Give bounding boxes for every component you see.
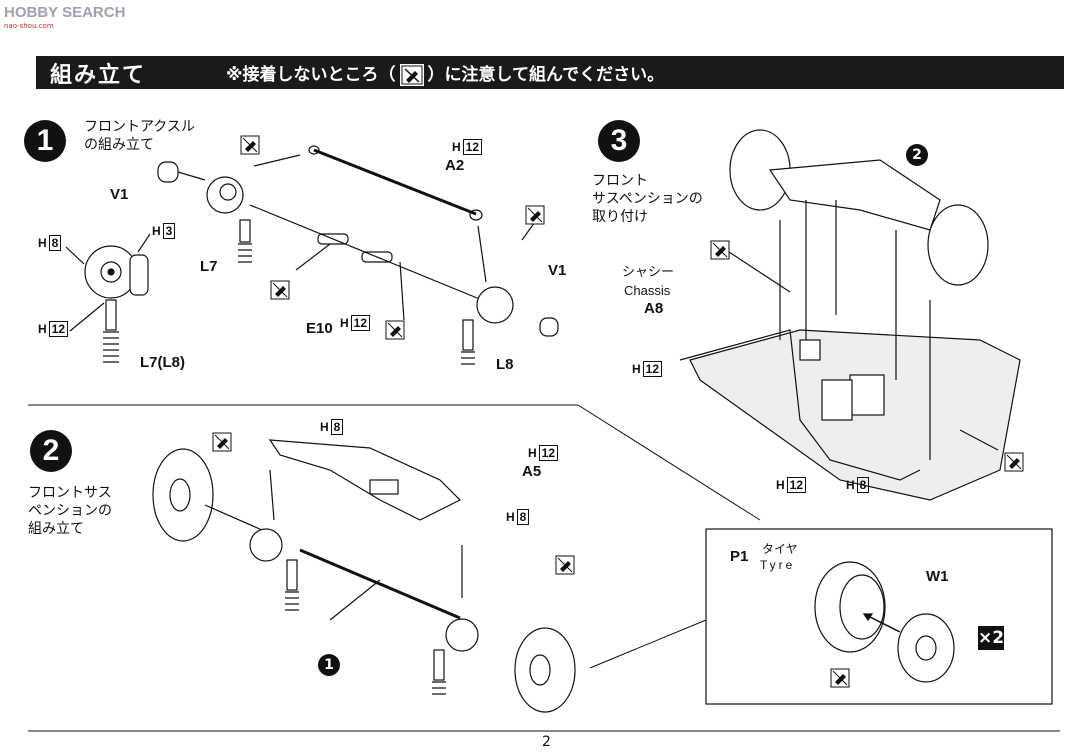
header-title: 組み立て bbox=[50, 62, 147, 88]
step1-title: フロントアクスル の組み立て bbox=[84, 118, 195, 154]
header-note-suffix: ）に注意して組んでください。 bbox=[427, 64, 665, 85]
step1-title-line1: フロントアクスル bbox=[84, 119, 195, 135]
step3-title-line3: 取り付け bbox=[592, 209, 648, 225]
step3-drawing bbox=[679, 129, 1021, 501]
no-glue-icon bbox=[710, 240, 730, 260]
no-glue-icon bbox=[270, 280, 290, 300]
no-glue-icon bbox=[240, 135, 260, 155]
part-e10: E10 bbox=[306, 320, 333, 337]
header-note-prefix: ※接着しないところ（ bbox=[226, 64, 396, 85]
part-l7: L7 bbox=[200, 258, 218, 275]
part-v1-left: V1 bbox=[110, 186, 129, 203]
no-glue-icon bbox=[555, 555, 575, 575]
header-bar: 組み立て ※接着しないところ（ ）に注意して組んでください。 bbox=[36, 56, 1064, 89]
tyre-jp: タイヤ bbox=[762, 542, 798, 556]
step-number-3: 3 bbox=[598, 120, 640, 162]
divider-diagonal bbox=[577, 404, 761, 521]
quantity-badge: ×2 bbox=[977, 626, 1005, 650]
step-number-2: 2 bbox=[30, 430, 72, 472]
step-number-1: 1 bbox=[24, 120, 66, 162]
step3-title-line2: サスペンションの bbox=[592, 191, 703, 207]
part-a5: A5 bbox=[522, 463, 542, 480]
ref-step-1: 1 bbox=[318, 654, 340, 676]
no-glue-icon bbox=[830, 668, 850, 688]
step2-title-line2: ペンションの bbox=[28, 503, 112, 519]
step1-title-line2: の組み立て bbox=[84, 137, 154, 153]
chassis-jp: シャシー bbox=[622, 265, 675, 280]
step3-title-line1: フロント bbox=[592, 173, 648, 189]
no-glue-icon bbox=[399, 63, 424, 86]
part-w1: W1 bbox=[926, 568, 949, 585]
header-note: ※接着しないところ（ ）に注意して組んでください。 bbox=[226, 60, 664, 86]
part-l7-l8: L7(L8) bbox=[140, 354, 185, 371]
detail-leader bbox=[589, 619, 707, 669]
part-l8: L8 bbox=[496, 356, 514, 373]
chassis-en: Chassis bbox=[624, 283, 671, 298]
no-glue-icon bbox=[212, 432, 232, 452]
page-number: 2 bbox=[542, 734, 551, 750]
watermark: HOBBY SEARCH bbox=[4, 4, 126, 21]
step2-title: フロントサス ペンションの 組み立て bbox=[28, 484, 112, 538]
ref-step-2: 2 bbox=[906, 144, 928, 166]
part-a8: A8 bbox=[644, 300, 664, 317]
step2-title-line1: フロントサス bbox=[28, 485, 112, 501]
no-glue-icon bbox=[1004, 452, 1024, 472]
no-glue-icon bbox=[525, 205, 545, 225]
part-p1: P1 bbox=[730, 548, 749, 565]
wheel-detail-box bbox=[705, 528, 1053, 705]
step2-drawing bbox=[152, 439, 576, 713]
part-a2: A2 bbox=[445, 157, 465, 174]
tyre-en: Tyre bbox=[760, 558, 796, 572]
part-v1-right: V1 bbox=[548, 262, 567, 279]
no-glue-icon bbox=[385, 320, 405, 340]
step3-title: フロント サスペンションの 取り付け bbox=[592, 172, 703, 226]
watermark-sub: nao-shou.com bbox=[4, 22, 54, 30]
wheel-detail-drawing bbox=[814, 561, 955, 683]
step2-title-line3: 組み立て bbox=[28, 521, 84, 537]
